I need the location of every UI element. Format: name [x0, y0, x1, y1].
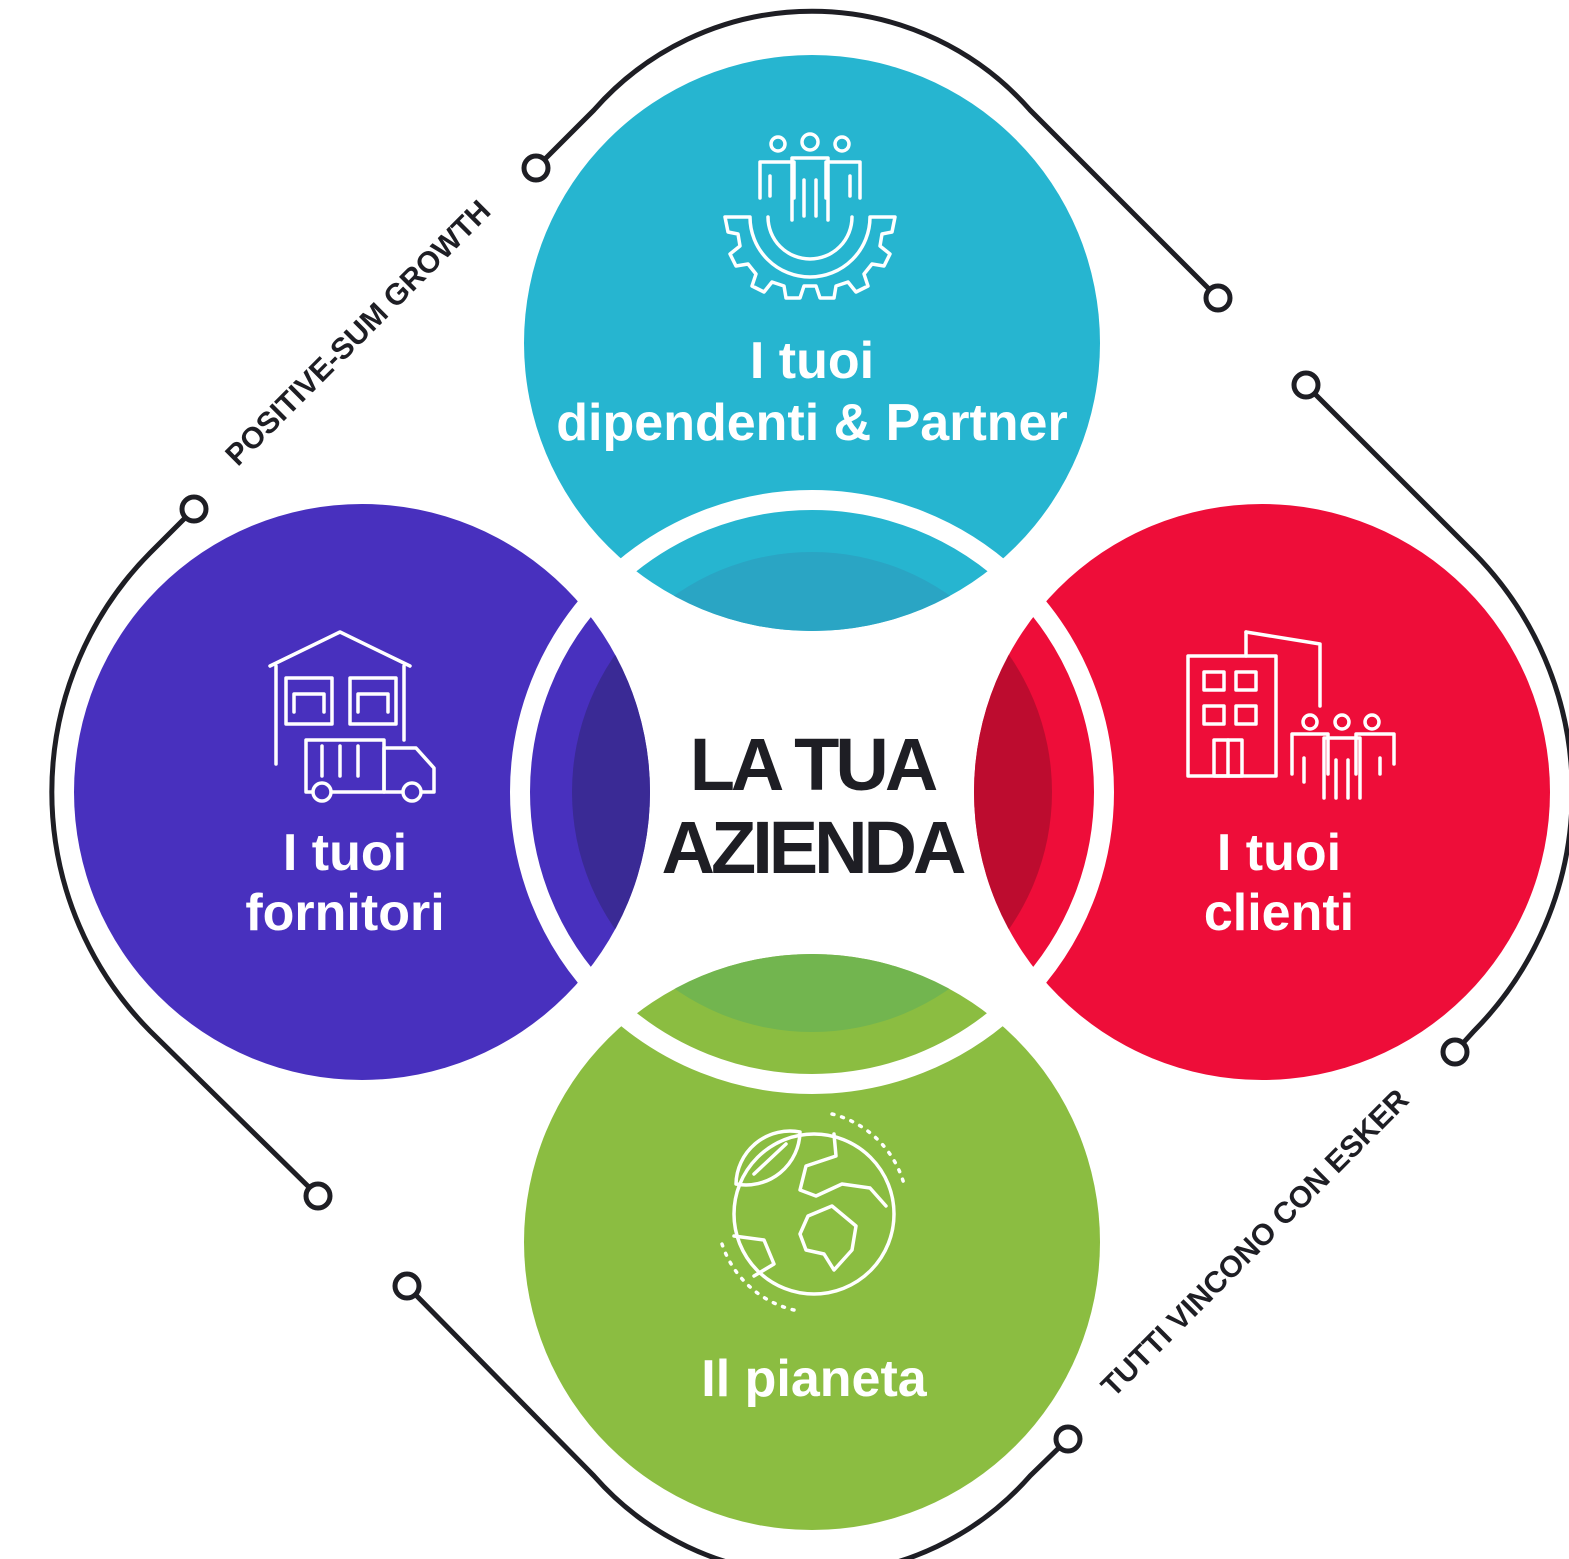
- circle-clients: I tuoi clienti: [974, 504, 1550, 1080]
- circle-right-fill: [974, 504, 1550, 1080]
- connector-node: [179, 494, 209, 524]
- side-label-tutti-vincono: TUTTI VINCONO CON ESKER: [1095, 1083, 1416, 1404]
- circle-bottom-title: Il pianeta: [701, 1350, 927, 1408]
- circle-top-title-line1: I tuoi: [750, 332, 874, 390]
- connector-node: [521, 153, 551, 183]
- connector-node: [1440, 1037, 1470, 1067]
- center-ring: [510, 490, 1114, 1094]
- circle-employees-partners: I tuoi dipendenti & Partner: [524, 55, 1100, 631]
- center-title-line1: LA TUA: [690, 723, 937, 806]
- connector-node: [1203, 283, 1233, 313]
- connector-node: [1053, 1424, 1083, 1454]
- circle-right-title-line2: clienti: [1204, 884, 1354, 942]
- warehouse-truck-icon: [268, 630, 436, 803]
- side-label-positive-sum: POSITIVE-SUM GROWTH: [219, 194, 497, 472]
- circle-suppliers: I tuoi fornitori: [74, 504, 650, 1080]
- globe-leaf-icon: [720, 1112, 906, 1312]
- building-people-icon: [1186, 630, 1396, 800]
- connector-outline: [49, 8, 1569, 1559]
- connector-node: [392, 1271, 422, 1301]
- circle-planet: Il pianeta: [524, 954, 1100, 1530]
- circle-left-title-line2: fornitori: [245, 884, 444, 942]
- circle-bottom-fill: [524, 954, 1100, 1530]
- center-title-line2: AZIENDA: [662, 806, 965, 889]
- circle-right-title-line1: I tuoi: [1217, 824, 1341, 882]
- circle-top-fill: [524, 55, 1100, 631]
- circle-top-title-line2: dipendenti & Partner: [556, 394, 1067, 452]
- circle-left-title-line1: I tuoi: [283, 824, 407, 882]
- connector-node: [303, 1181, 333, 1211]
- employees-gear-icon: [723, 132, 897, 300]
- connector-node: [1291, 370, 1321, 400]
